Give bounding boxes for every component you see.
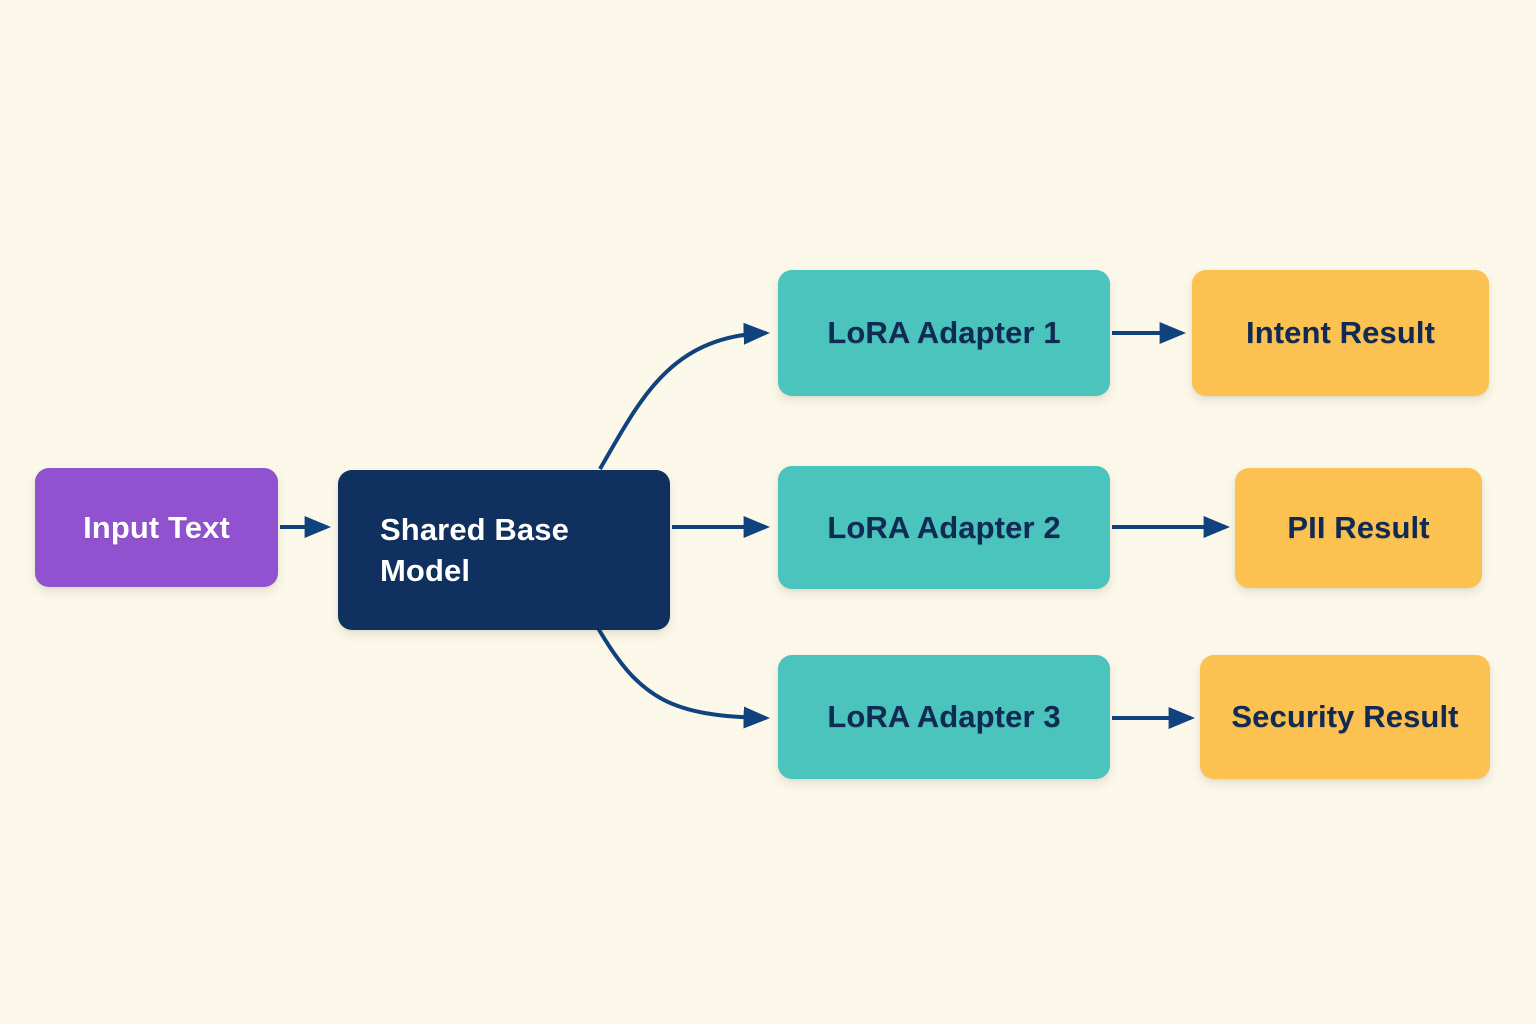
node-lora-adapter-3[interactable]: LoRA Adapter 3 bbox=[778, 655, 1110, 779]
node-label-lora-adapter-3: LoRA Adapter 3 bbox=[827, 699, 1061, 735]
node-label-lora-adapter-1: LoRA Adapter 1 bbox=[827, 315, 1061, 351]
node-lora-adapter-1[interactable]: LoRA Adapter 1 bbox=[778, 270, 1110, 396]
node-label-lora-adapter-2: LoRA Adapter 2 bbox=[827, 509, 1061, 545]
node-lora-adapter-2[interactable]: LoRA Adapter 2 bbox=[778, 466, 1110, 589]
node-security-result[interactable]: Security Result bbox=[1200, 655, 1490, 779]
node-pii-result[interactable]: PII Result bbox=[1235, 468, 1482, 588]
node-label-pii-result: PII Result bbox=[1287, 510, 1430, 546]
node-input-text[interactable]: Input Text bbox=[35, 468, 278, 587]
node-label-security-result: Security Result bbox=[1231, 699, 1459, 735]
node-label-input-text: Input Text bbox=[83, 509, 230, 545]
node-label-shared-base-model: Shared Base Model bbox=[380, 511, 569, 588]
node-shared-base-model[interactable]: Shared Base Model bbox=[338, 470, 670, 630]
node-label-intent-result: Intent Result bbox=[1245, 315, 1436, 351]
edge-base-to-adapter-3 bbox=[596, 626, 770, 729]
edge-base-to-adapter-1 bbox=[598, 322, 770, 471]
node-intent-result[interactable]: Intent Result bbox=[1192, 270, 1489, 396]
